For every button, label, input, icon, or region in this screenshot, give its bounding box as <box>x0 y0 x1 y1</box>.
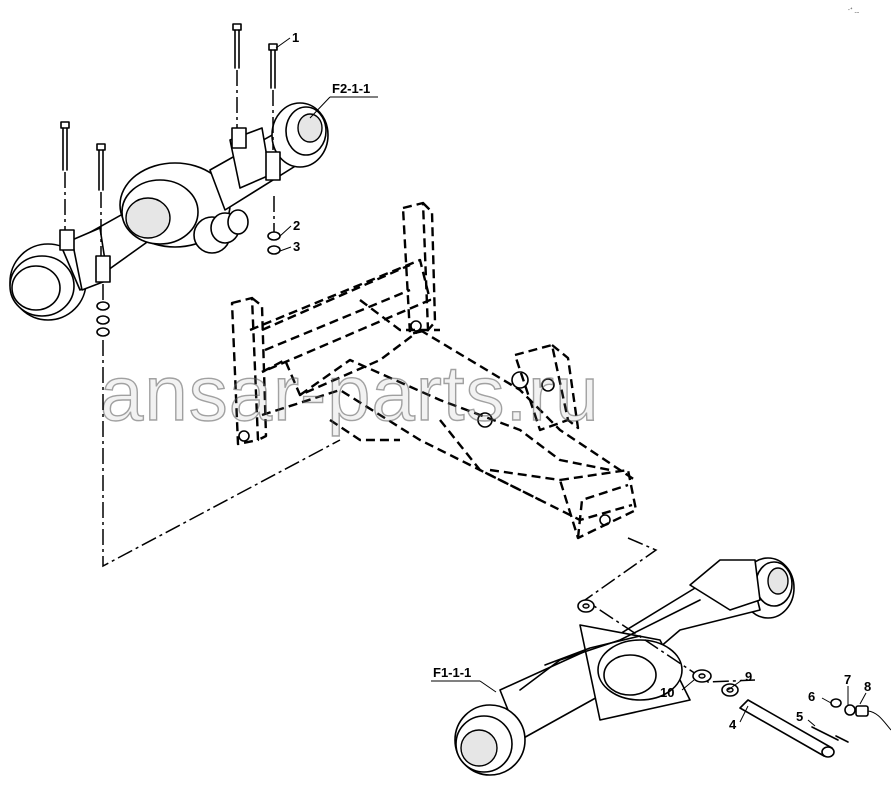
pivot-pin <box>739 699 835 758</box>
corner-mark: ⸱ᐩ ˍˍ <box>848 7 860 14</box>
retaining-hardware <box>811 698 891 743</box>
callout-10: 10 <box>660 685 674 700</box>
callout-leaders <box>275 37 867 727</box>
front-axle-assembly <box>454 557 795 776</box>
callout-8: 8 <box>864 679 871 694</box>
rear-washers-nuts <box>96 196 281 337</box>
callout-2: 2 <box>293 218 300 233</box>
chassis-frame <box>230 201 638 540</box>
reference-label-front-axle: F1-1-1 <box>433 665 471 680</box>
rear-axle-bolts <box>60 23 278 256</box>
front-washers <box>577 599 739 697</box>
callout-1: 1 <box>292 30 299 45</box>
callout-6: 6 <box>808 689 815 704</box>
callout-5: 5 <box>796 709 803 724</box>
watermark-text: ansar-parts.ru <box>100 349 600 437</box>
callout-4: 4 <box>729 717 737 732</box>
callout-7: 7 <box>844 672 851 687</box>
callout-9: 9 <box>745 669 752 684</box>
assembly-line-rear <box>102 340 341 568</box>
callout-3: 3 <box>293 239 300 254</box>
reference-label-rear-axle: F2-1-1 <box>332 81 370 96</box>
rear-axle-assembly <box>9 102 329 321</box>
